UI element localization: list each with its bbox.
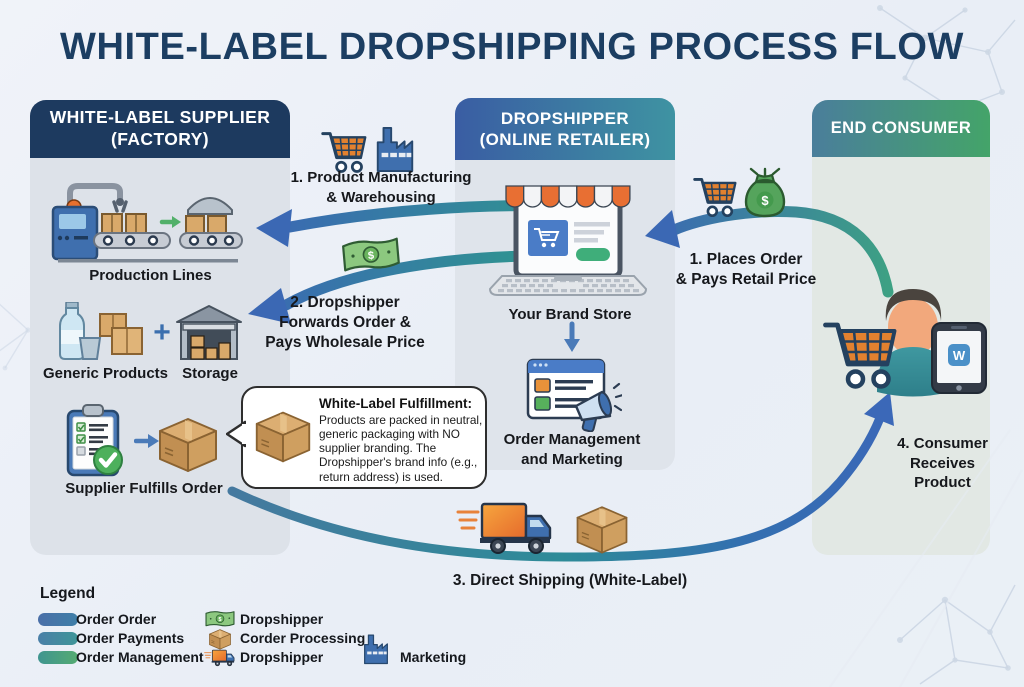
legend-label-dropshipper-1: Dropshipper [240,611,324,627]
truck-icon [204,649,235,667]
factory-icon [364,634,388,665]
arrow-forwards-order [248,250,534,324]
box-icon [576,506,628,554]
cart-icon [693,178,737,218]
order-management-icon [526,358,622,432]
money-icon [205,611,235,627]
dropshipper-header-line2: (ONLINE RETAILER) [479,130,651,149]
shipping-step-label: 3. Direct Shipping (White-Label) [452,572,688,589]
callout-body: Products are packed in neutral, generic … [319,413,483,484]
truck-icon [456,502,552,555]
order-management-label: Order Management and Marketing [472,430,672,469]
legend-label-order: Order Order [76,611,157,627]
forwards-line2: Forwards Order & [279,314,411,332]
forwards-line1: 2. Dropshipper [290,294,400,311]
storage-label: Storage [182,365,238,382]
package-box-icon [159,418,217,472]
phone-icon: W [931,322,987,394]
supplier-panel-header: WHITE-LABEL SUPPLIER (FACTORY) [30,100,290,158]
legend-label-order-processing: Corder Processing [240,630,366,646]
streak-lines [829,429,1023,687]
consumer-header: END CONSUMER [830,119,972,138]
forwards-line3: Pays Wholesale Price [265,334,425,352]
box-icon [209,629,231,650]
receives-step-label: 4. Consumer Receives Product [880,434,1005,493]
receives-line1: 4. Consumer [897,435,988,452]
page-title: WHITE-LABEL DROPSHIPPING PROCESS FLOW [60,26,964,68]
management-line1: Order Management [503,431,641,448]
legend-title: Legend [40,585,96,602]
management-line2: and Marketing [521,450,623,468]
dropshipper-header-line1: DROPSHIPPER [500,108,630,128]
legend-swatch-order [38,613,78,626]
fulfill-arrow-icon [134,434,159,448]
brand-store-label: Your Brand Store [508,306,632,323]
forwards-step-label: 2. Dropshipper Forwards Order & Pays Who… [235,293,455,353]
callout-title: White-Label Fulfillment: [319,396,472,411]
legend-swatch-management [38,651,78,664]
manufacturing-line2: & Warehousing [326,188,436,206]
money-bag-icon [744,167,786,218]
places-order-label: 1. Places Order & Pays Retail Price [660,250,832,290]
supplier-header-line2: (FACTORY) [111,129,209,149]
supplier-header-line1: WHITE-LABEL SUPPLIER [49,107,271,128]
legend-label-payments: Order Payments [76,630,185,646]
fulfillment-callout: White-Label Fulfillment: Products are pa… [226,386,487,489]
receives-line3: Product [914,474,971,491]
package-box-icon [255,411,311,463]
arrow-store-to-management [564,321,580,352]
manufacturing-line1: 1. Product Manufacturing [290,169,472,186]
plus-sign: + [153,316,171,349]
manufacturing-step-label: 1. Product Manufacturing & Warehousing [288,168,474,207]
production-lines-label: Production Lines [89,267,212,284]
storage-icon [176,305,242,360]
checklist-clipboard-icon [66,404,123,477]
arrow-direct-shipping [227,392,894,562]
money-icon [341,237,401,272]
places-line1: 1. Places Order [689,251,803,268]
production-line-illustration [51,183,243,263]
places-line2: & Pays Retail Price [675,271,817,289]
consumer-panel-header: END CONSUMER [812,100,990,157]
arrow-places-order [645,206,894,298]
legend-label-management: Order Management [76,649,204,665]
legend-swatch-payments [38,632,78,645]
callout-tail [226,420,246,448]
generic-products-icon [59,302,143,360]
receives-line2: Receives [909,454,976,472]
legend-label-dropshipper-2: Dropshipper [240,649,324,665]
brand-store-laptop-icon [488,185,648,296]
supplier-fulfills-label: Supplier Fulfills Order [65,480,223,497]
generic-products-label: Generic Products [42,365,169,382]
dropshipper-panel-header: DROPSHIPPER (ONLINE RETAILER) [455,98,675,160]
consumer-person-icon: W [819,289,987,397]
legend-label-marketing: Marketing [400,649,467,665]
phone-logo: W [953,348,966,363]
